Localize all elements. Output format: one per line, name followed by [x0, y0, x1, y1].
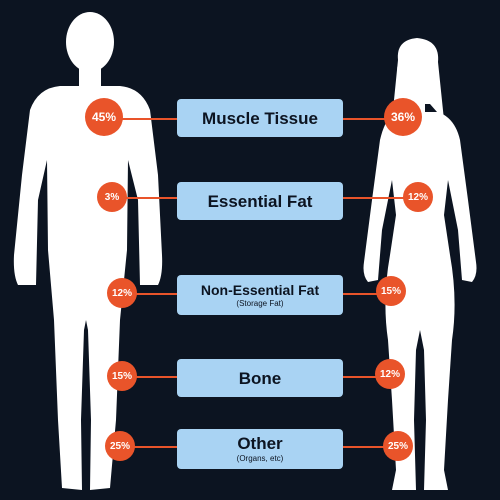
- female-percent-badge: 12%: [375, 359, 405, 389]
- male-percent-badge: 12%: [107, 278, 137, 308]
- label-bone: Bone: [177, 359, 343, 397]
- male-silhouette: [13, 12, 163, 490]
- female-percent-badge: 12%: [403, 182, 433, 212]
- label-other: Other (Organs, etc): [177, 429, 343, 469]
- female-percent-badge: 36%: [384, 98, 422, 136]
- female-percent-badge: 15%: [376, 276, 406, 306]
- label-muscle-tissue: Muscle Tissue: [177, 99, 343, 137]
- female-silhouette: [363, 38, 477, 490]
- female-percent-badge: 25%: [383, 431, 413, 461]
- label-essential-fat: Essential Fat: [177, 182, 343, 220]
- row-label: Other: [237, 434, 283, 453]
- row-label: Muscle Tissue: [202, 108, 318, 128]
- male-percent-badge: 15%: [107, 361, 137, 391]
- label-non-essential-fat: Non-Essential Fat (Storage Fat): [177, 275, 343, 315]
- row-label: Bone: [238, 368, 282, 388]
- row-sublabel: (Storage Fat): [236, 298, 284, 308]
- male-percent-badge: 45%: [85, 98, 123, 136]
- row-label: Essential Fat: [207, 191, 313, 211]
- male-percent-badge: 25%: [105, 431, 135, 461]
- row-sublabel: (Organs, etc): [236, 454, 284, 463]
- row-label: Non-Essential Fat: [200, 281, 320, 298]
- male-percent-badge: 3%: [97, 182, 127, 212]
